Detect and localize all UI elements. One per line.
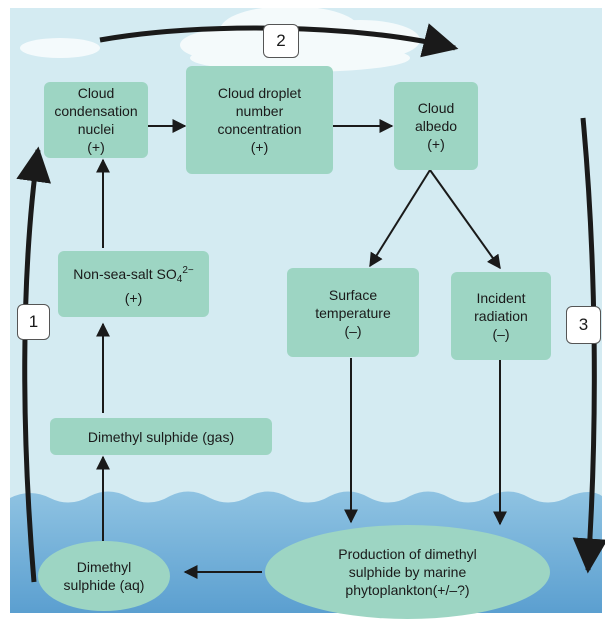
- incident-rad-sign: (–): [492, 326, 510, 342]
- ccn-line2: condensation: [54, 103, 138, 119]
- cdnc-line1: Cloud droplet: [217, 85, 302, 101]
- loop-2-tag: 2: [263, 24, 299, 58]
- ccn-line3: nuclei: [77, 121, 115, 137]
- loop-1-tag: 1: [17, 304, 50, 340]
- arrow-albedo-to-surface-temp: [369, 169, 431, 268]
- sulfate-sign: (+): [124, 289, 143, 306]
- surface-temp-line1: Surface: [328, 286, 378, 303]
- production-line2: sulphide by marine: [348, 564, 467, 580]
- production-line1: Production of dimethyl: [338, 546, 477, 562]
- sulfate-formula: Non-sea-salt SO42−: [73, 262, 193, 289]
- node-cloud-condensation-nuclei: Cloud condensation nuclei (+): [44, 82, 148, 158]
- node-cloud-droplet-number-concentration: Cloud droplet number concentration (+): [186, 66, 333, 174]
- node-production-by-phytoplankton: Production of dimethyl sulphide by marin…: [265, 525, 550, 619]
- production-line3: phytoplankton(+/–?): [345, 582, 470, 598]
- arrow-albedo-to-incident-rad: [429, 169, 501, 270]
- sulfate-prefix: Non-sea-salt SO: [73, 265, 177, 282]
- cdnc-line3: concentration: [217, 121, 302, 137]
- surface-temp-line2: temperature: [315, 304, 391, 321]
- node-dimethyl-sulphide-aq: Dimethyl sulphide (aq): [38, 541, 170, 611]
- cdnc-line2: number: [235, 103, 284, 119]
- dms-aq-line1: Dimethyl: [76, 559, 132, 575]
- loop-3-tag: 3: [566, 306, 601, 344]
- dms-gas-label: Dimethyl sulphide (gas): [87, 428, 235, 445]
- loop-1-arrow: [16, 146, 52, 583]
- incident-rad-line2: radiation: [474, 308, 528, 324]
- sulfate-superscript: 2−: [182, 264, 194, 276]
- ccn-line1: Cloud: [77, 85, 115, 101]
- albedo-sign: (+): [427, 136, 445, 152]
- cdnc-sign: (+): [250, 139, 269, 155]
- albedo-line1: Cloud: [417, 100, 455, 116]
- node-incident-radiation: Incident radiation (–): [451, 272, 551, 360]
- node-cloud-albedo: Cloud albedo (+): [394, 82, 478, 170]
- surface-temp-sign: (–): [344, 322, 362, 339]
- sulfate-subscript: 4: [176, 273, 183, 285]
- node-non-sea-salt-sulfate: Non-sea-salt SO42− (+): [58, 251, 209, 317]
- dms-aq-line2: sulphide (aq): [63, 577, 145, 593]
- albedo-line2: albedo: [414, 118, 458, 134]
- node-dimethyl-sulphide-gas: Dimethyl sulphide (gas): [50, 418, 272, 455]
- node-surface-temperature: Surface temperature (–): [287, 268, 419, 357]
- incident-rad-line1: Incident: [476, 290, 526, 306]
- ccn-sign: (+): [87, 139, 105, 155]
